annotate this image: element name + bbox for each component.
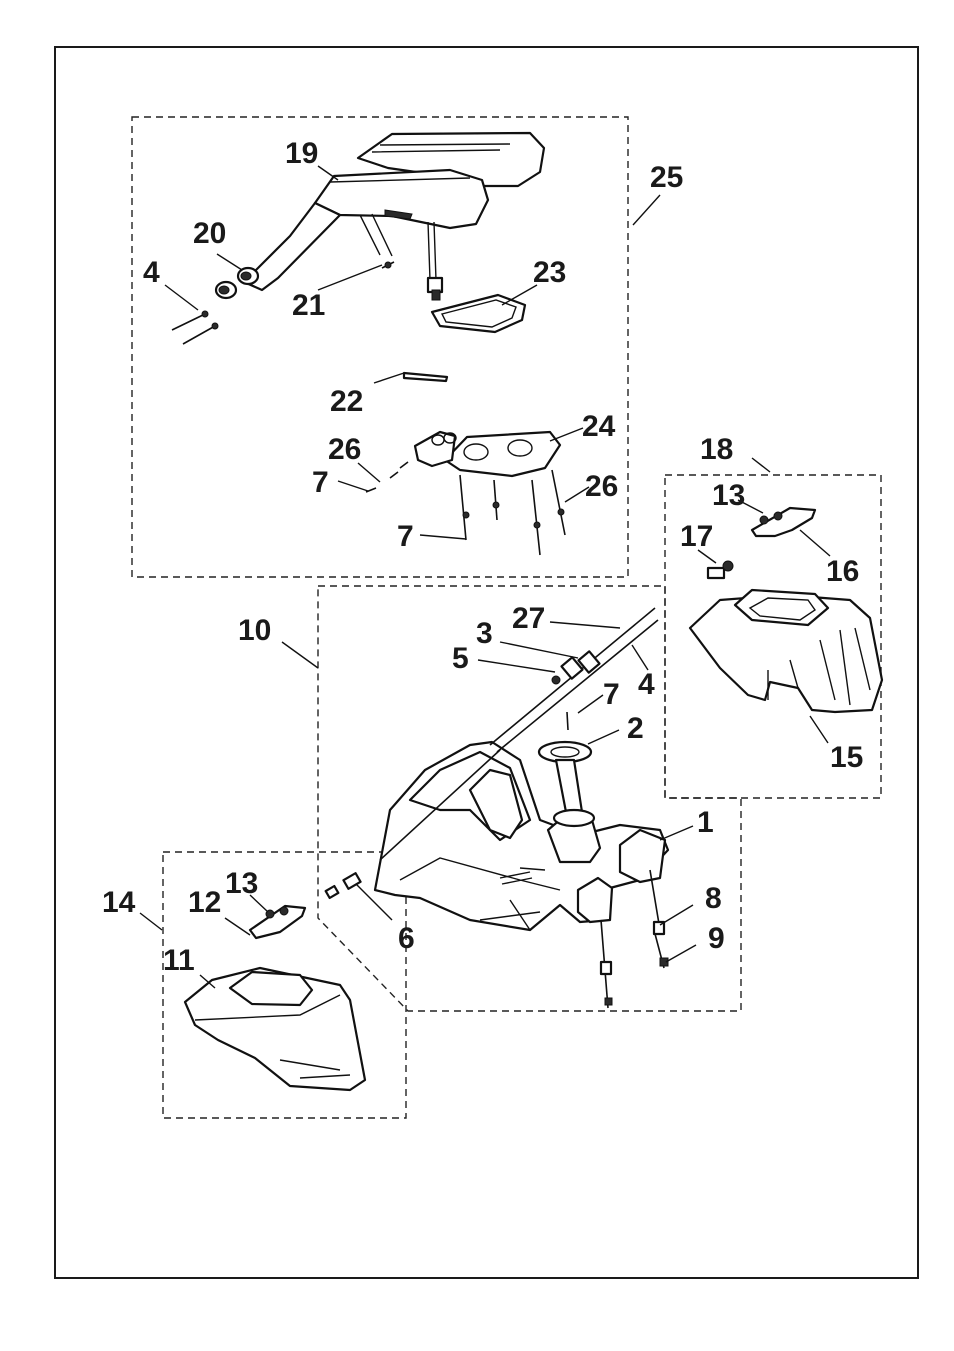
- right-side-cover-part: [688, 588, 884, 714]
- callout-13: 13: [712, 479, 745, 512]
- callout-24: 24: [582, 410, 616, 443]
- callout-4: 4: [638, 668, 655, 701]
- callout-22: 22: [330, 385, 363, 418]
- callout-14: 14: [102, 886, 136, 919]
- callout-4: 4: [143, 256, 160, 289]
- callout-26: 26: [328, 433, 361, 466]
- callout-16: 16: [826, 555, 859, 588]
- callout-13: 13: [225, 867, 258, 900]
- gasket-ring-part: [430, 293, 527, 334]
- left-cover-handle-part: [248, 904, 307, 940]
- callout-18: 18: [700, 433, 733, 466]
- pin-part: [381, 261, 395, 269]
- callout-17: 17: [680, 520, 713, 553]
- main-body-part: [373, 740, 670, 932]
- callout-26: 26: [585, 470, 618, 503]
- callout-7: 7: [397, 520, 414, 553]
- callout-2: 2: [627, 712, 644, 745]
- callout-10: 10: [238, 614, 271, 647]
- mounting-plate-part: [413, 430, 562, 478]
- strip-part: [402, 371, 449, 383]
- group-box-body-assembly: [317, 585, 742, 1012]
- callout-15: 15: [830, 741, 863, 774]
- plate-screws-part: [365, 461, 566, 556]
- hinge-part: [214, 266, 260, 300]
- group-box-right-cover: [664, 474, 882, 799]
- seat-backrest-part: [242, 131, 546, 292]
- callout-7: 7: [312, 466, 329, 499]
- right-cover-handle-part: [750, 506, 817, 538]
- callout-20: 20: [193, 217, 226, 250]
- cable-clamp-part: [551, 650, 601, 685]
- callout-12: 12: [188, 886, 221, 919]
- callout-7: 7: [603, 678, 620, 711]
- bolt-part: [599, 869, 669, 1009]
- callout-27: 27: [512, 602, 545, 635]
- group-box-seat-assembly: [131, 116, 629, 578]
- seat-latch-part: [426, 276, 444, 301]
- left-side-cover-part: [183, 966, 367, 1092]
- callout-23: 23: [533, 256, 566, 289]
- screw-part: [566, 711, 569, 731]
- callout-21: 21: [292, 289, 325, 322]
- callout-9: 9: [708, 922, 725, 955]
- page-frame: [54, 46, 919, 1279]
- right-cover-latch-part: [706, 560, 734, 580]
- hose-fitting-part: [324, 872, 362, 900]
- callout-1: 1: [697, 806, 714, 839]
- callout-25: 25: [650, 161, 683, 194]
- callout-labels: 19 25 20 4 21 23 22 24 26 7 26 7 18 13 1…: [102, 137, 863, 977]
- callout-19: 19: [285, 137, 318, 170]
- callout-3: 3: [476, 617, 493, 650]
- callout-8: 8: [705, 882, 722, 915]
- leader-lines: [139, 165, 831, 989]
- callout-6: 6: [398, 922, 415, 955]
- callout-5: 5: [452, 642, 469, 675]
- callout-11: 11: [163, 944, 195, 977]
- screw-part: [171, 310, 219, 345]
- filler-neck-part: [537, 740, 596, 828]
- group-box-left-cover: [162, 851, 407, 1119]
